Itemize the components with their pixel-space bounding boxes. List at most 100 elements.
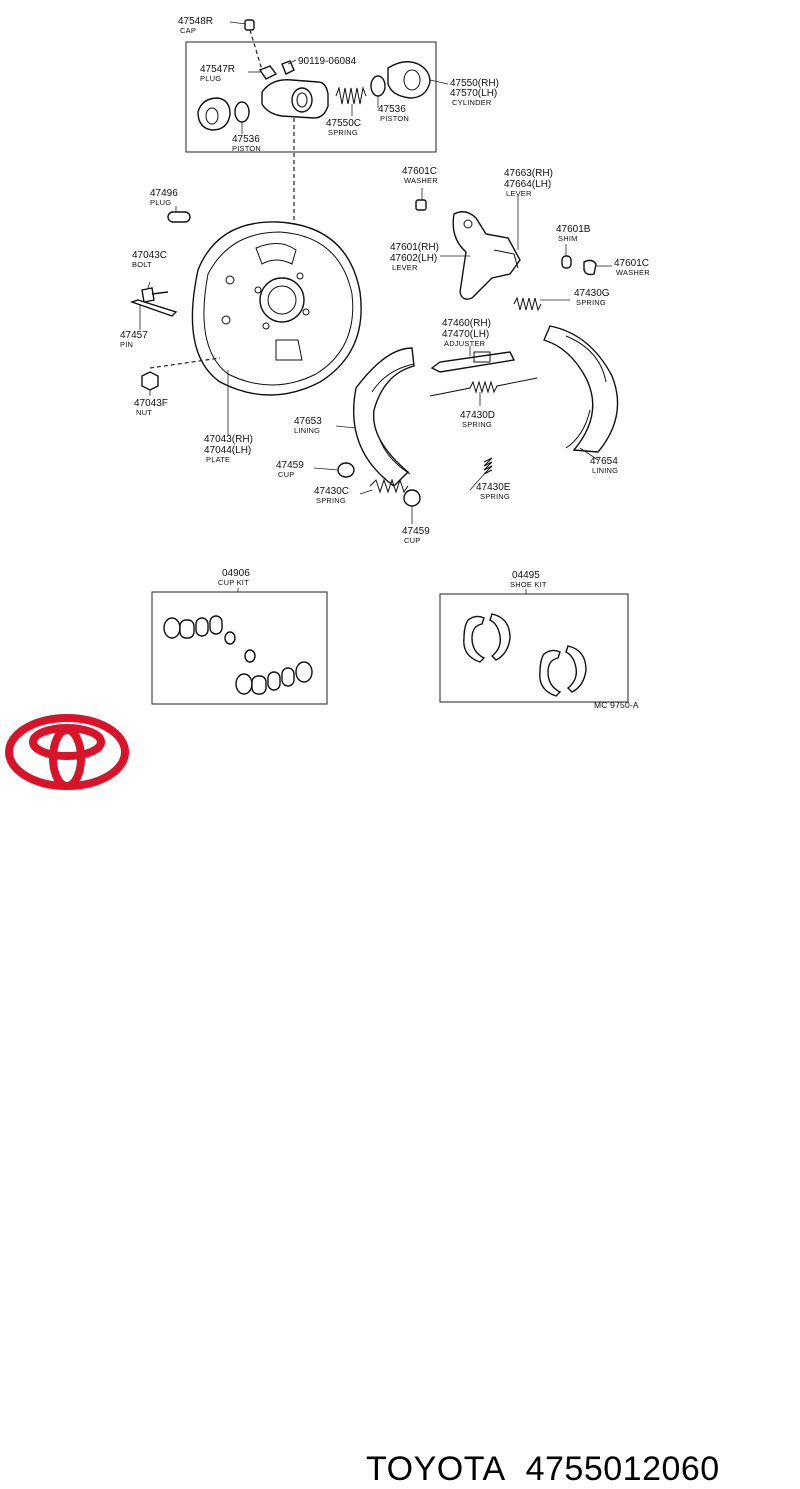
brand-part-number: 4755012060: [525, 1450, 720, 1488]
label-plug-name: PLUG: [200, 74, 221, 83]
spring-47430g-shape: [513, 296, 542, 312]
leader-lines: [139, 21, 612, 524]
label-pin-name: PIN: [120, 340, 133, 349]
label-bolt-pn: 47043C: [132, 250, 167, 261]
label-spring-g-name: SPRING: [576, 298, 606, 307]
label-bleeder-pn: 90119-06084: [298, 56, 357, 67]
spring-47430e-shape: [483, 457, 493, 475]
label-plug2-name: PLUG: [150, 198, 171, 207]
cylinder-cup-left-shape: [197, 97, 231, 131]
label-plate-pn: 47043(RH): [204, 434, 253, 445]
part-labels: 47548R CAP 47547R PLUG 90119-06084 47550…: [120, 16, 650, 545]
brand-footer: TOYOTA 4755012060: [0, 712, 800, 1488]
shoe-kit-group: 04495 SHOE KIT MC 9750-A: [439, 570, 639, 710]
label-spring-c-name: SPRING: [316, 496, 346, 505]
shoe-kit-box: [439, 593, 629, 703]
backing-plate-group: [191, 221, 362, 396]
cylinder-spring-shape: [335, 86, 367, 105]
label-cylinder-pn: 47550(RH): [450, 78, 499, 89]
shoe-kit-name: SHOE KIT: [510, 580, 547, 589]
label-lining-right-name: LINING: [592, 466, 618, 475]
piston-left-shape: [234, 101, 250, 123]
cup-kit-group: 04906 CUP KIT: [151, 568, 328, 705]
label-plug-pn: 47547R: [200, 64, 235, 75]
pin-shape: [129, 299, 178, 317]
plug-shape: [258, 65, 278, 80]
shoe-kit-pn: 04495: [512, 570, 540, 581]
cup-kit-box: [151, 591, 328, 705]
label-adjuster-pn: 47460(RH): [442, 318, 491, 329]
label-lever-top-name: LEVER: [506, 189, 532, 198]
cap-shape: [244, 19, 255, 31]
spring-47430c-shape: [369, 478, 409, 494]
label-cylinder-pn2: 47570(LH): [450, 88, 497, 99]
washer-top-shape: [415, 199, 427, 211]
label-spring-g-pn: 47430G: [574, 288, 610, 299]
label-cap-pn: 47548R: [178, 16, 213, 27]
shim-shape: [561, 255, 572, 269]
label-cylinder-spring-pn: 47550C: [326, 118, 361, 129]
brand-name: TOYOTA: [366, 1450, 506, 1488]
label-cylinder-name: CYLINDER: [452, 98, 492, 107]
label-plug2-pn: 47496: [150, 188, 178, 199]
label-lining-left-pn: 47653: [294, 416, 322, 427]
label-adjuster-name: ADJUSTER: [444, 339, 486, 348]
spring-47430d-shape: [429, 377, 538, 397]
label-nut-name: NUT: [136, 408, 152, 417]
label-cup-left-pn: 47459: [276, 460, 304, 471]
label-lever-mid-pn: 47601(RH): [390, 242, 439, 253]
brake-shoes-group: [337, 325, 619, 507]
label-cylinder-spring-name: SPRING: [328, 128, 358, 137]
label-shim-pn: 47601B: [556, 224, 591, 235]
bolt-shape: [141, 287, 169, 303]
label-spring-e-pn: 47430E: [476, 482, 511, 493]
parts-diagram: 47548R CAP 47547R PLUG 90119-06084 47550…: [120, 16, 650, 710]
brand-caption: TOYOTA 4755012060: [366, 1450, 720, 1489]
label-washer-right-name: WASHER: [616, 268, 650, 277]
label-piston-right-pn: 47536: [378, 104, 406, 115]
lever-shape: [452, 211, 521, 300]
plug-47496-shape: [167, 211, 191, 223]
label-spring-e-name: SPRING: [480, 492, 510, 501]
label-adjuster-pn2: 47470(LH): [442, 329, 489, 340]
bleeder-screw-shape: [281, 60, 295, 75]
label-lining-left-name: LINING: [294, 426, 320, 435]
washer-right-shape: [583, 259, 597, 276]
ref-code: MC 9750-A: [594, 700, 639, 710]
cup-kit-name: CUP KIT: [218, 578, 249, 587]
label-lining-right-pn: 47654: [590, 456, 618, 467]
shoe-right-shape: [543, 325, 619, 453]
label-piston-right-name: PISTON: [380, 114, 409, 123]
shoe-left-shape: [352, 347, 415, 487]
label-washer-right-pn: 47601C: [614, 258, 649, 269]
label-washer-top-pn: 47601C: [402, 166, 437, 177]
label-cup-bottom-pn: 47459: [402, 526, 430, 537]
label-cap-name: CAP: [180, 26, 196, 35]
label-shim-name: SHIM: [558, 234, 578, 243]
cylinder-cup-right-shape: [387, 61, 431, 99]
label-plate-pn2: 47044(LH): [204, 445, 251, 456]
adjuster-shape: [430, 351, 516, 373]
label-washer-top-name: WASHER: [404, 176, 438, 185]
toyota-logo-icon: [5, 714, 129, 790]
cup-bottom-shape: [403, 489, 421, 507]
label-bolt-name: BOLT: [132, 260, 152, 269]
label-piston-left-pn: 47536: [232, 134, 260, 145]
label-lever-mid-name: LEVER: [392, 263, 418, 272]
label-lever-top-pn: 47663(RH): [504, 168, 553, 179]
cup-left-shape: [337, 462, 355, 478]
label-nut-pn: 47043F: [134, 398, 168, 409]
wheel-cylinder-group: [185, 19, 437, 350]
label-spring-c-pn: 47430C: [314, 486, 349, 497]
nut-shape: [141, 371, 159, 391]
label-spring-d-name: SPRING: [462, 420, 492, 429]
parking-lever-group: [415, 199, 597, 312]
piston-right-shape: [370, 75, 386, 97]
label-lever-mid-pn2: 47602(LH): [390, 253, 437, 264]
label-cup-left-name: CUP: [278, 470, 294, 479]
label-plate-name: PLATE: [206, 455, 230, 464]
label-pin-pn: 47457: [120, 330, 148, 341]
cup-kit-pn: 04906: [222, 568, 250, 579]
cylinder-box: [185, 41, 437, 153]
label-spring-d-pn: 47430D: [460, 410, 495, 421]
